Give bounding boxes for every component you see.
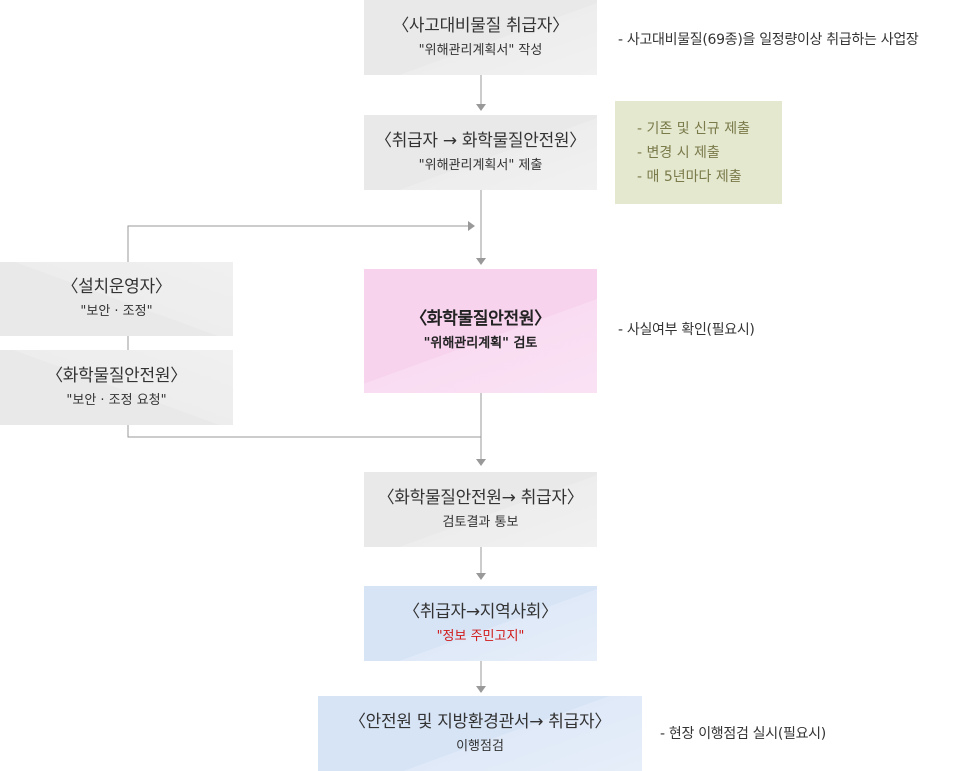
arrowhead	[476, 459, 486, 466]
review-node-title: 〈화학물질안전원〉	[410, 309, 551, 329]
community-node-subtitle: "정보 주민고지"	[436, 628, 525, 644]
notify-node-title: 〈화학물질안전원→ 취급자〉	[377, 487, 584, 508]
handler-node-subtitle: "위해관리계획서" 작성	[418, 42, 543, 58]
submit-node: 〈취급자 → 화학물질안전원〉 "위해관리계획서" 제출	[364, 115, 597, 190]
arrowhead	[468, 221, 475, 231]
handler-note: - 사고대비물질(69종)을 일정량이상 취급하는 사업장	[618, 32, 919, 48]
review-node-subtitle: "위해관리계획" 검토	[423, 336, 538, 351]
review-note: - 사실여부 확인(필요시)	[618, 322, 755, 338]
inspect-note: - 현장 이행점검 실시(필요시)	[660, 726, 826, 742]
submit-node-title: 〈취급자 → 화학물질안전원〉	[375, 130, 586, 151]
institute-side-node-subtitle: "보안 · 조정 요청"	[66, 392, 167, 408]
notify-node: 〈화학물질안전원→ 취급자〉 검토결과 통보	[364, 472, 597, 547]
community-node-title: 〈취급자→지역사회〉	[403, 601, 558, 622]
submit-note-item: - 변경 시 제출	[637, 145, 720, 161]
institute-side-node-title: 〈화학물질안전원〉	[46, 365, 187, 386]
arrowhead	[476, 573, 486, 580]
inspect-node: 〈안전원 및 지방환경관서→ 취급자〉 이행점검	[318, 696, 642, 771]
operator-node: 〈설치운영자〉 "보안 · 조정"	[0, 262, 233, 336]
inspect-node-subtitle: 이행점검	[456, 738, 504, 754]
feedback-loop-line	[127, 225, 469, 262]
community-node: 〈취급자→지역사회〉 "정보 주민고지"	[364, 586, 597, 661]
institute-side-node: 〈화학물질안전원〉 "보안 · 조정 요청"	[0, 350, 233, 425]
review-node: 〈화학물질안전원〉 "위해관리계획" 검토	[364, 269, 597, 393]
inspect-node-title: 〈안전원 및 지방환경관서→ 취급자〉	[348, 711, 612, 732]
submit-node-subtitle: "위해관리계획서" 제출	[418, 157, 543, 173]
handler-node-title: 〈사고대비물질 취급자〉	[392, 15, 569, 36]
operator-node-title: 〈설치운영자〉	[61, 277, 172, 297]
submit-note-item: - 매 5년마다 제출	[637, 169, 742, 185]
submit-note-item: - 기존 및 신규 제출	[637, 121, 751, 137]
arrowhead	[476, 686, 486, 693]
operator-node-subtitle: "보안 · 조정"	[80, 304, 153, 319]
submit-notes-box: - 기존 및 신규 제출 - 변경 시 제출 - 매 5년마다 제출	[615, 101, 782, 204]
feedback-bottom-line	[127, 425, 481, 438]
arrowhead	[476, 104, 486, 111]
notify-node-subtitle: 검토결과 통보	[442, 514, 519, 530]
arrowhead	[476, 258, 486, 265]
handler-node: 〈사고대비물질 취급자〉 "위해관리계획서" 작성	[364, 0, 597, 75]
